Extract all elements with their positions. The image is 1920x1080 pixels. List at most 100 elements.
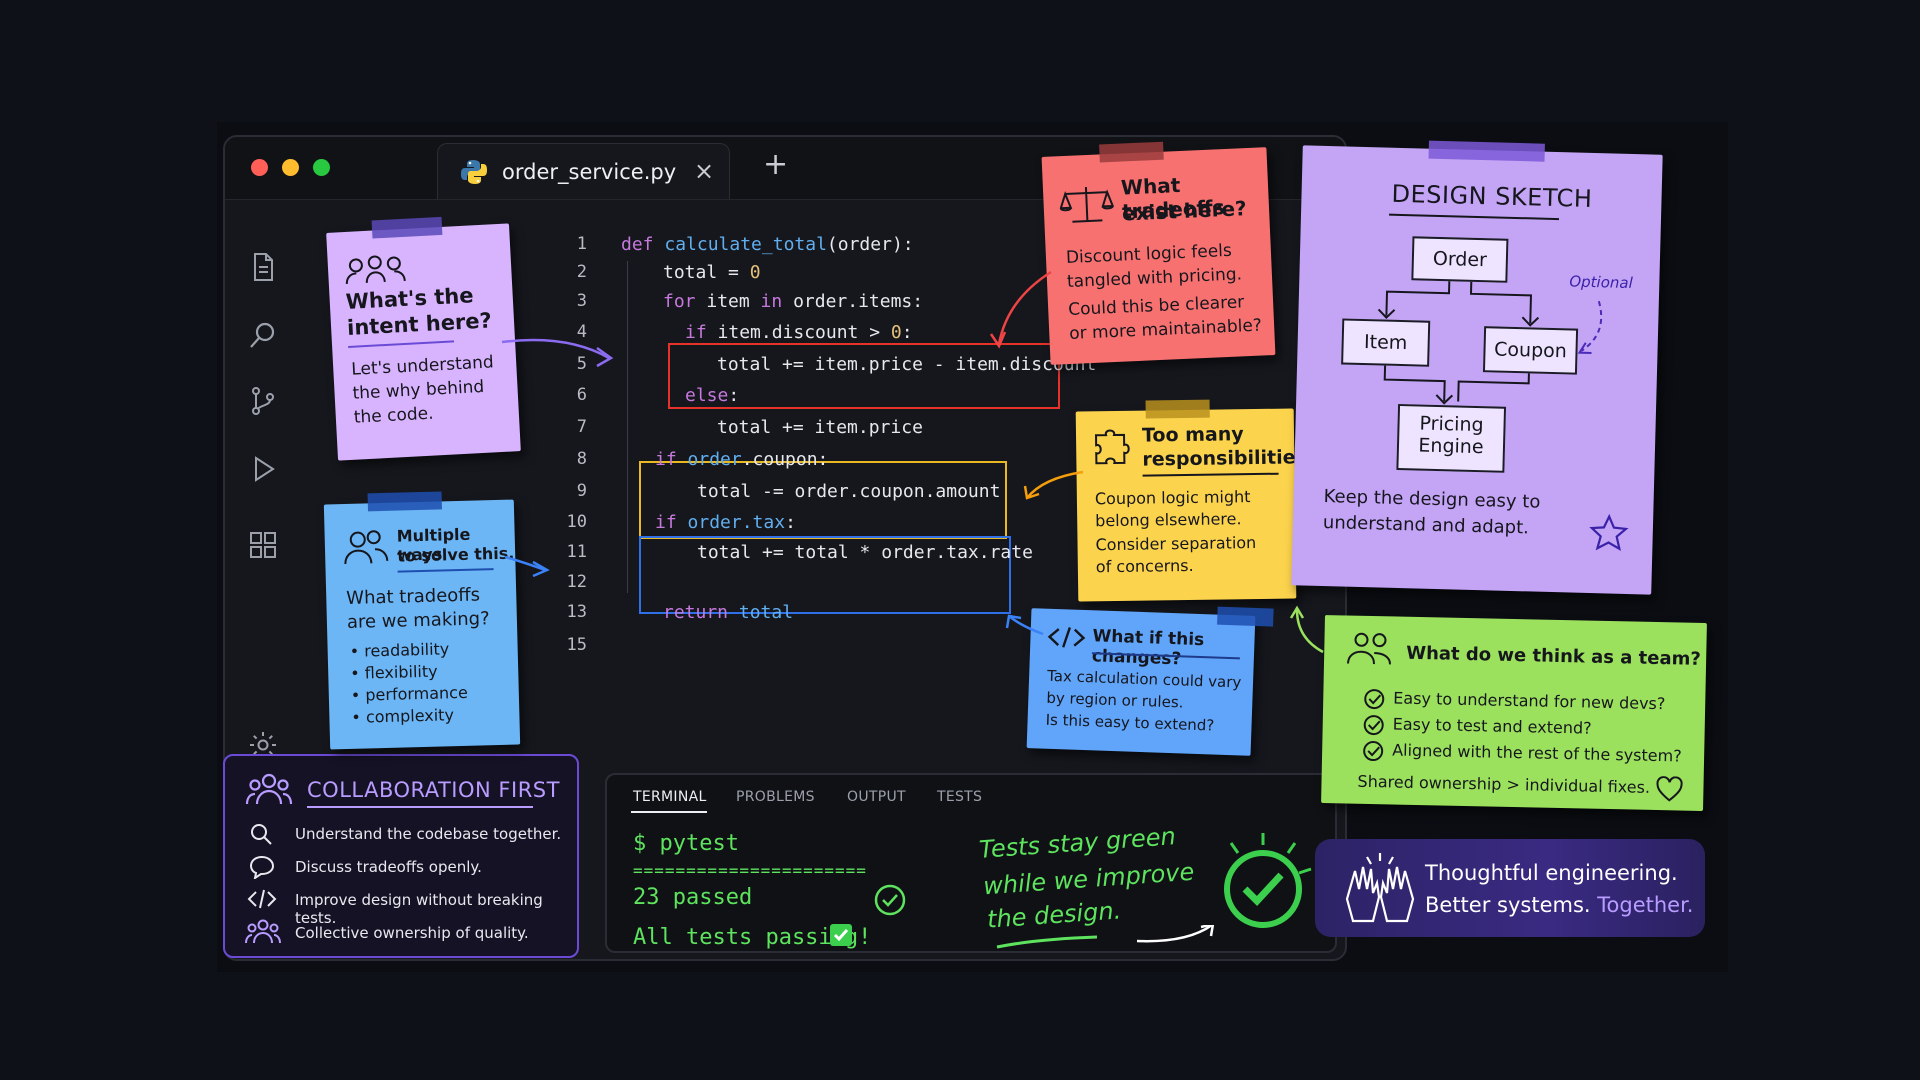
collaboration-item: Understand the codebase together. <box>295 825 562 843</box>
line-number: 5 <box>576 354 587 374</box>
line-number: 13 <box>566 602 587 622</box>
tax-highlight <box>639 536 1011 614</box>
check-circle-icon <box>1363 715 1384 736</box>
terminal-separator: ====================== <box>633 861 867 880</box>
tab-terminal[interactable]: TERMINAL <box>633 789 707 805</box>
line-number: 3 <box>576 291 587 311</box>
code-text: : <box>901 322 913 343</box>
attribute: total <box>738 602 794 623</box>
line-number: 7 <box>576 417 587 437</box>
collaboration-item: Collective ownership of quality. <box>295 924 529 942</box>
terminal-command: $ pytest <box>633 831 739 856</box>
minimize-window-button[interactable] <box>282 159 299 176</box>
search-icon[interactable] <box>247 319 279 351</box>
chat-icon <box>249 855 275 879</box>
code-text: (order): <box>826 234 914 255</box>
line-number: 10 <box>566 512 587 532</box>
people-icon <box>1347 632 1391 665</box>
tab-order-service[interactable]: order_service.py × <box>437 143 730 199</box>
collaboration-title: COLLABORATION FIRST <box>307 778 560 802</box>
active-tab-underline <box>631 811 707 813</box>
code-text: item <box>706 291 761 312</box>
code-text: : <box>785 512 796 533</box>
maximize-window-button[interactable] <box>313 159 330 176</box>
extensions-icon[interactable] <box>247 529 279 561</box>
number: 0 <box>890 322 902 343</box>
banner-text: Better systems. <box>1425 893 1598 917</box>
code-line-13: return total <box>663 602 793 623</box>
function-name: calculate_total <box>664 234 827 255</box>
note-multiple-ways: Multiple ways to solve this. What tradeo… <box>323 491 521 750</box>
banner-line-1: Thoughtful engineering. <box>1425 861 1678 885</box>
underline-arrow-icon <box>996 925 1215 949</box>
line-number: 4 <box>576 322 587 342</box>
keyword: if <box>685 322 718 343</box>
code-text: .coupon: <box>741 449 829 470</box>
line-number: 9 <box>576 481 587 501</box>
discount-highlight <box>668 343 1060 409</box>
keyword: else <box>685 385 729 406</box>
code-line-3: for item in order.items: <box>663 291 923 312</box>
code-line-9: total -= order.coupon.amount <box>697 481 1001 502</box>
line-number: 1 <box>576 234 587 254</box>
design-sketch: DESIGN SKETCH Order Item Coupon Pricing … <box>1291 140 1663 595</box>
keyword: in <box>760 291 794 312</box>
tab-close-icon[interactable]: × <box>694 157 715 185</box>
code-icon <box>1047 627 1086 648</box>
tab-problems[interactable]: PROBLEMS <box>736 789 815 805</box>
python-icon <box>461 160 487 184</box>
line-number: 15 <box>566 635 587 655</box>
banner-accent: Together. <box>1597 893 1694 917</box>
search-icon <box>251 824 272 845</box>
heart-icon <box>1656 776 1683 802</box>
check-circle-icon <box>1363 741 1384 762</box>
sketch-arrows <box>1377 281 1603 405</box>
collaboration-item: Improve design without breaking tests. <box>295 891 543 927</box>
new-tab-button[interactable]: + <box>763 147 789 182</box>
tab-output[interactable]: OUTPUT <box>847 789 906 805</box>
close-window-button[interactable] <box>251 159 268 176</box>
star-icon <box>1589 513 1629 551</box>
file-icon[interactable] <box>247 251 279 283</box>
banner: Thoughtful engineering. Better systems. … <box>1315 839 1705 937</box>
collaboration-item: Discuss tradeoffs openly. <box>295 858 482 876</box>
scale-icon <box>1059 187 1115 223</box>
run-icon[interactable] <box>247 453 279 485</box>
code-editor[interactable]: 1 2 3 4 5 6 7 8 9 10 11 12 13 15 def cal… <box>547 199 1137 879</box>
team-icon <box>245 773 293 805</box>
code-line-11: total += total * order.tax.rate <box>697 542 1033 563</box>
code-line-4: if item.discount > 0: <box>685 322 913 343</box>
puzzle-icon <box>1095 429 1130 465</box>
line-number: 11 <box>566 542 587 562</box>
source-control-icon[interactable] <box>247 385 279 417</box>
collaboration-card: COLLABORATION FIRST Understand the codeb… <box>223 754 579 958</box>
title-underline <box>307 806 533 808</box>
code-line-2: total = 0 <box>663 262 761 283</box>
keyword: def <box>621 234 665 255</box>
number: 0 <box>749 262 761 283</box>
code-icon <box>247 889 277 909</box>
team-icon <box>245 919 281 944</box>
note-tradeoffs: What tradeoffs exist here? Discount logi… <box>1041 141 1276 365</box>
line-number: 2 <box>576 262 587 282</box>
coupon-highlight <box>639 461 1007 539</box>
banner-line-2: Better systems. Together. <box>1425 893 1693 917</box>
keyword: if <box>655 449 688 470</box>
high-five-icon <box>1345 853 1415 923</box>
terminal-result: 23 passed <box>633 885 753 910</box>
tab-tests[interactable]: TESTS <box>937 789 983 805</box>
note-responsibilities: Too many responsibilities? Coupon logic … <box>1075 399 1318 602</box>
code-text: : <box>728 385 740 406</box>
code-line-5: total += item.price - item.discount <box>717 354 1097 375</box>
code-line-6: else: <box>685 385 739 406</box>
keyword: return <box>663 602 739 623</box>
note-team: What do we think as a team? Easy to unde… <box>1321 615 1707 811</box>
people-icon <box>344 530 389 565</box>
line-number: 12 <box>566 572 587 592</box>
line-number: 8 <box>576 449 587 469</box>
bottom-panel: TERMINAL PROBLEMS OUTPUT TESTS $ pytest … <box>605 773 1337 953</box>
code-text: order.items: <box>793 291 924 312</box>
note-intent: What's the intent here? Let's understand… <box>326 216 521 461</box>
big-check-icon <box>1224 833 1312 928</box>
indent-guide <box>627 261 628 593</box>
